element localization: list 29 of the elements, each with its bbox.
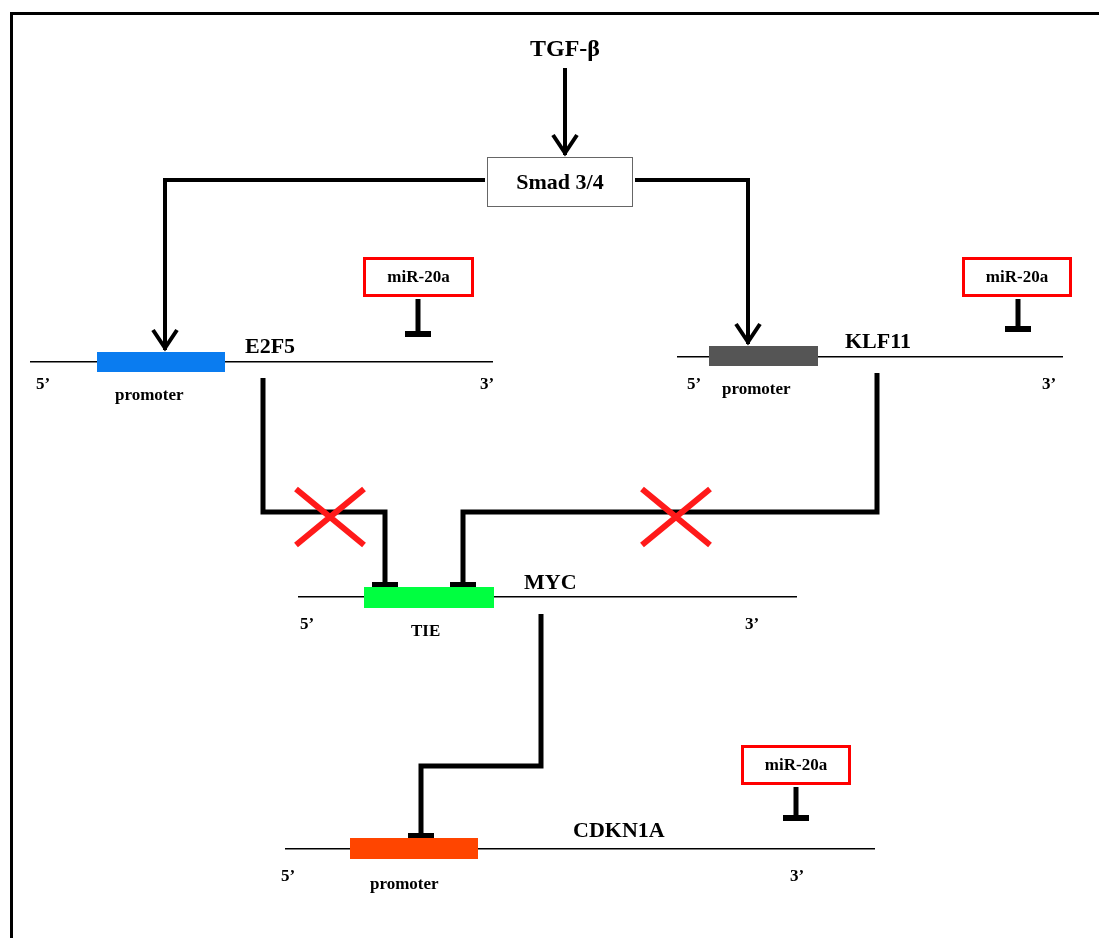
inhibition-line [402,299,434,337]
strand-end-label: 3’ [790,866,805,886]
region-label: promoter [115,385,184,405]
strand-end-label: 5’ [281,866,296,886]
strand-end-label: 3’ [480,374,495,394]
inhibition-line [1002,299,1034,332]
promoter-bar [97,352,225,372]
gene-label: CDKN1A [573,820,665,840]
mirna-box: miR-20a [962,257,1072,297]
strand-end-label: 5’ [300,614,315,634]
inhibition-line [780,787,812,821]
protein-box: Smad 3/4 [487,157,633,207]
gene-label: KLF11 [845,331,911,351]
promoter-bar [350,838,478,859]
strand-end-label: 3’ [745,614,760,634]
region-label: promoter [370,874,439,894]
gene-label: E2F5 [245,336,296,356]
promoter-bar [364,587,494,608]
strand-end-label: 3’ [1042,374,1057,394]
region-label: promoter [722,379,791,399]
gene-label: MYC [524,572,577,592]
strand-end-label: 5’ [687,374,702,394]
promoter-bar [709,346,818,366]
arrow [551,68,579,155]
mirna-box: miR-20a [741,745,851,785]
strand-end-label: 5’ [36,374,51,394]
region-label: TIE [411,621,441,641]
mirna-box: miR-20a [363,257,474,297]
ligand-label: TGF-β [515,30,615,66]
